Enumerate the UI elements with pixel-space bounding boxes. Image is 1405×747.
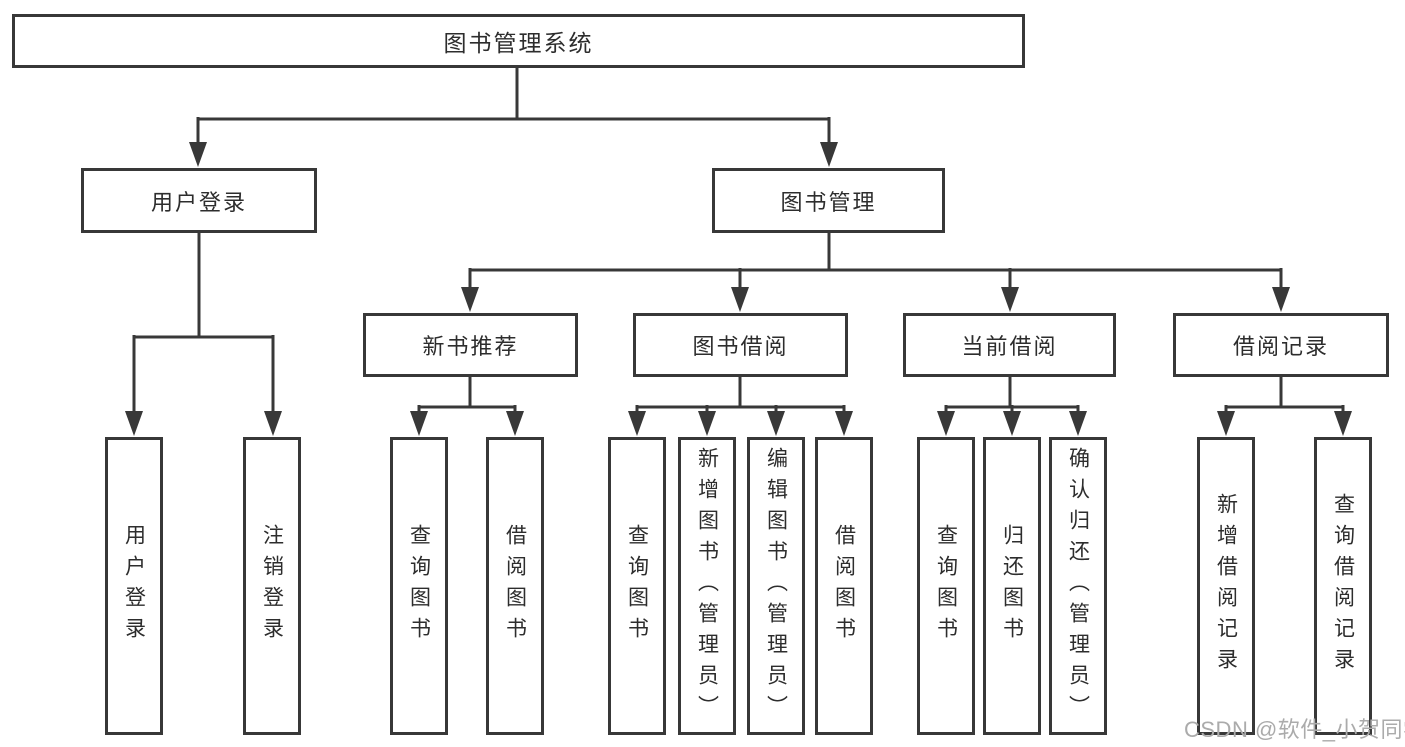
leaf-label: 归还图书 [1000,524,1024,648]
leaf-label: 借阅图书 [503,524,527,648]
arrow-down-icon [1001,287,1019,312]
arrow-down-icon [189,142,207,167]
node-book-borrowing: 图书借阅 [633,313,848,377]
arrow-down-icon [820,142,838,167]
arrow-down-icon [1272,287,1290,312]
arrow-down-icon [628,411,646,436]
leaf-newrec-query-books: 查询图书 [390,437,448,735]
arrow-down-icon [264,411,282,436]
leaf-label: 查询图书 [934,524,958,648]
leaf-current-return-books: 归还图书 [983,437,1041,735]
node-new-book-recommend: 新书推荐 [363,313,578,377]
arrow-down-icon [461,287,479,312]
arrow-down-icon [1334,411,1352,436]
arrow-down-icon [1003,411,1021,436]
arrow-down-icon [698,411,716,436]
leaf-current-confirm-return-admin: 确认归还（管理员） [1049,437,1107,735]
node-label: 用户登录 [150,189,247,215]
leaf-user-login: 用户登录 [105,437,163,735]
connector-root-to-level2 [189,66,838,167]
arrow-down-icon [731,287,749,312]
leaf-newrec-borrow-books: 借阅图书 [486,437,544,735]
arrow-down-icon [410,411,428,436]
node-label: 借阅记录 [1232,334,1329,359]
connector-records-to-leaves [1217,375,1352,436]
connector-newbooks-to-leaves [410,375,524,436]
node-label: 图书管理 [780,189,877,215]
leaf-label: 用户登录 [122,524,146,648]
arrow-down-icon [937,411,955,436]
leaf-borrow-query-books: 查询图书 [608,437,666,735]
node-library-management-system: 图书管理系统 [12,14,1025,68]
leaf-current-query-books: 查询图书 [917,437,975,735]
leaf-label: 查询图书 [407,524,431,648]
arrow-down-icon [506,411,524,436]
leaf-label: 新增借阅记录 [1214,493,1238,679]
leaf-label: 借阅图书 [832,524,856,648]
leaf-label: 注销登录 [260,524,284,648]
leaf-logout: 注销登录 [243,437,301,735]
leaf-label: 查询借阅记录 [1331,493,1355,679]
leaf-label: 新增图书（管理员） [695,446,719,726]
connector-bookmgmt-to-level3 [461,231,1290,312]
connector-borrow-to-leaves [628,375,853,436]
node-label: 图书借阅 [692,334,789,359]
leaf-records-query-record: 查询借阅记录 [1314,437,1372,735]
connector-userlogin-to-leaves [125,231,282,436]
leaf-label: 确认归还（管理员） [1066,446,1090,726]
arrow-down-icon [125,411,143,436]
connector-current-to-leaves [937,375,1087,436]
node-user-login: 用户登录 [81,168,317,233]
node-current-borrowing: 当前借阅 [903,313,1116,377]
leaf-borrow-edit-books-admin: 编辑图书（管理员） [747,437,805,735]
arrow-down-icon [1217,411,1235,436]
arrow-down-icon [835,411,853,436]
node-book-management: 图书管理 [712,168,945,233]
node-label: 新书推荐 [422,334,519,359]
leaf-label: 编辑图书（管理员） [764,446,788,726]
arrow-down-icon [1069,411,1087,436]
leaf-borrow-borrow-books: 借阅图书 [815,437,873,735]
leaf-label: 查询图书 [625,524,649,648]
node-label: 图书管理系统 [443,30,594,56]
node-borrowing-records: 借阅记录 [1173,313,1389,377]
leaf-records-add-record: 新增借阅记录 [1197,437,1255,735]
node-label: 当前借阅 [961,334,1058,359]
leaf-borrow-add-books-admin: 新增图书（管理员） [678,437,736,735]
watermark: CSDN @软件_小贺同学 [1184,717,1405,742]
arrow-down-icon [767,411,785,436]
